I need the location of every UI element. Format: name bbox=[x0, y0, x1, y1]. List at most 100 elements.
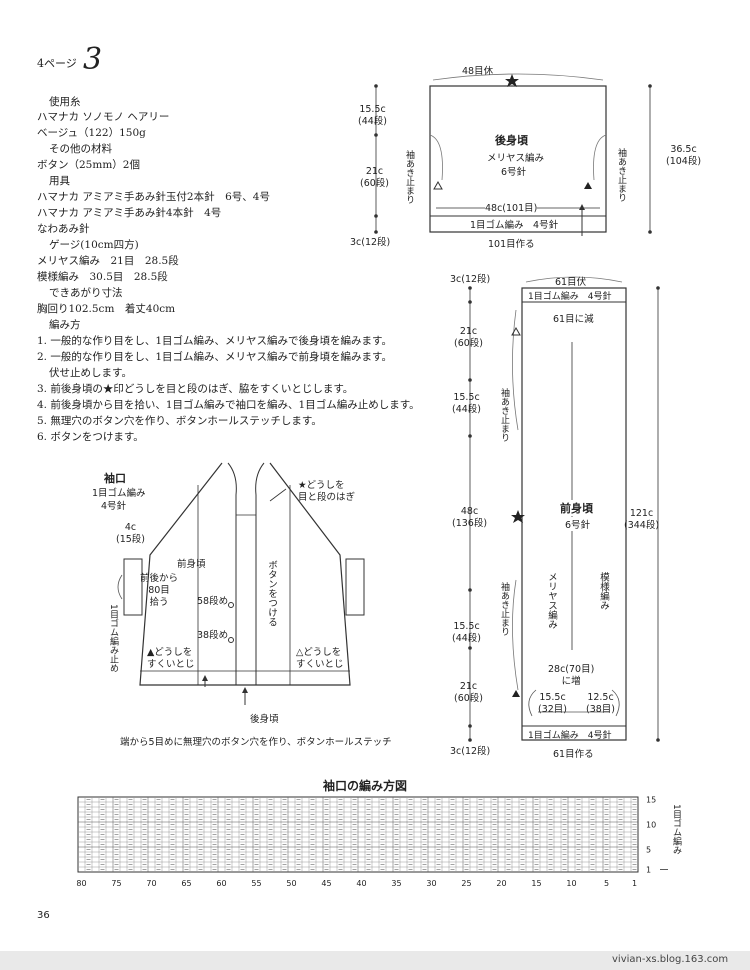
chart-x-tick: 80 bbox=[76, 879, 86, 888]
chart-x-tick: 1 bbox=[632, 879, 637, 888]
back-body-stitch: メリヤス編み bbox=[487, 153, 545, 164]
front-body-title: 前身頃 bbox=[560, 500, 593, 516]
back-dim-right: 36.5c (104段) bbox=[666, 144, 702, 167]
step-4: 4. 前後身頃から目を拾い、1目ゴム編みで袖口を編み、1目ゴム編み止めします。 bbox=[37, 399, 420, 411]
front-increase: 28c(70目) に増 bbox=[548, 664, 595, 688]
seam-right-note: △どうしを すくいとじ bbox=[296, 647, 344, 670]
front-label-assembly: 前身頃 bbox=[177, 559, 206, 570]
front-dim-6: 21c (60段) bbox=[454, 681, 484, 704]
back-body-panel bbox=[429, 85, 607, 233]
watermark: vivian-xs.blog.163.com bbox=[612, 954, 729, 965]
chart-title: 袖口の編み方図 bbox=[322, 779, 407, 793]
buttonhole-note: 端から5目めに無理穴のボタン穴を作り、ボタンホールステッチ bbox=[120, 737, 392, 748]
cuff-title: 袖口 bbox=[104, 472, 126, 485]
back-body-diagram bbox=[374, 73, 652, 236]
back-label-assembly: 後身頃 bbox=[250, 714, 279, 725]
cuff-width: 4c (15段) bbox=[116, 522, 146, 545]
chart-y-tick: 10 bbox=[646, 821, 656, 830]
step-2: 2. 一般的な作り目をし、1目ゴム編み、メリヤス編みで前身頃を編みます。 bbox=[37, 351, 392, 363]
chart-y-tick: 5 bbox=[646, 846, 651, 855]
yarn-color: ベージュ（122）150g bbox=[37, 127, 146, 139]
size-value: 胸回り102.5cm 着丈40cm bbox=[37, 303, 176, 315]
front-dim-right: 121c (344段) bbox=[624, 508, 660, 531]
page-number: 36 bbox=[37, 910, 50, 921]
chart-y-tick: 1 bbox=[646, 866, 651, 875]
chart-x-tick: 15 bbox=[531, 879, 541, 888]
assembly-diagram bbox=[117, 462, 365, 705]
back-side-note-right: 袖あき止まり bbox=[616, 148, 626, 202]
button-38 bbox=[228, 637, 234, 643]
chart-y-tick: 15 bbox=[646, 796, 656, 805]
front-decrease: 61目に減 bbox=[553, 311, 594, 325]
front-hollow-triangle bbox=[511, 326, 521, 336]
seam-left-note: ▲どうしを すくいとじ bbox=[147, 647, 195, 670]
pattern-number: 3 bbox=[83, 42, 103, 77]
back-top-label: 48目休 bbox=[462, 66, 494, 77]
chart-x-tick: 50 bbox=[286, 879, 296, 888]
yarn-heading: 使用糸 bbox=[49, 96, 81, 108]
front-star-marker bbox=[511, 510, 525, 523]
front-body-panel bbox=[521, 287, 627, 741]
tools-heading: 用具 bbox=[49, 175, 70, 187]
step-5: 5. 無理穴のボタン穴を作り、ボタンホールステッチします。 bbox=[37, 415, 322, 427]
back-rib-label: 1目ゴム編み 4号針 bbox=[470, 220, 559, 231]
tool-1: ハマナカ アミアミ手あみ針玉付2本針 6号、4号 bbox=[37, 191, 270, 203]
back-width-label: 48c(101目) bbox=[485, 200, 538, 214]
front-top-label: 61目伏 bbox=[555, 277, 587, 288]
gauge-heading: ゲージ(10cm四方) bbox=[49, 239, 139, 251]
row-58-label: 58段め bbox=[197, 596, 229, 607]
pickup-note: 前後から 80目 拾う bbox=[140, 573, 179, 608]
front-top-rib: 1目ゴム編み 4号針 bbox=[528, 292, 612, 302]
chart-x-tick: 75 bbox=[111, 879, 121, 888]
cuff-bind-off: 1目ゴム編み止め bbox=[108, 604, 118, 673]
front-dim-2: 21c (60段) bbox=[454, 326, 484, 349]
garment-outline bbox=[139, 462, 351, 686]
front-dim-7: 3c(12段) bbox=[450, 746, 491, 757]
back-body-needle: 6号針 bbox=[501, 167, 527, 178]
button-58 bbox=[228, 602, 234, 608]
step-2-cont: 伏せ止めします。 bbox=[49, 367, 132, 379]
yarn-name: ハマナカ ソノモノ ヘアリー bbox=[37, 111, 170, 123]
chart-side-label: 1目ゴム編み bbox=[671, 804, 681, 855]
chart-x-tick: 25 bbox=[461, 879, 471, 888]
back-dim-top-left: 15.5c (44段) bbox=[358, 104, 388, 127]
button-material: ボタン（25mm）2個 bbox=[37, 159, 140, 171]
step-3: 3. 前後身頃の★印どうしを目と段のはぎ、脇をすくいとじします。 bbox=[37, 383, 354, 395]
front-dim-3: 15.5c (44段) bbox=[452, 392, 482, 415]
front-solid-triangle bbox=[512, 690, 520, 697]
page-label: 4ページ bbox=[37, 57, 77, 70]
step-1: 1. 一般的な作り目をし、1目ゴム編み、メリヤス編みで後身頃を編みます。 bbox=[37, 335, 392, 347]
front-body-needle: 6号針 bbox=[565, 517, 591, 531]
cuff-needle: 4号針 bbox=[101, 501, 127, 512]
gauge-pattern: 模様編み 30.5目 28.5段 bbox=[37, 271, 168, 283]
front-side-note-lower: 袖あき止まり bbox=[499, 582, 509, 636]
front-stitch-a: メリヤス編み bbox=[544, 572, 558, 629]
tool-3: なわあみ針 bbox=[37, 223, 90, 235]
row-38-label: 38段め bbox=[197, 630, 229, 641]
back-star-marker bbox=[505, 74, 519, 87]
chart-x-tick: 30 bbox=[426, 879, 436, 888]
method-heading: 編み方 bbox=[49, 319, 81, 331]
star-join-note: ★どうしを 目と段のはぎ bbox=[298, 480, 356, 503]
chart-x-tick: 35 bbox=[391, 879, 401, 888]
chart-x-tick: 10 bbox=[566, 879, 576, 888]
chart-x-tick: 65 bbox=[181, 879, 191, 888]
chart-x-tick: 55 bbox=[251, 879, 261, 888]
back-body-title: 後身頃 bbox=[495, 134, 528, 147]
back-dim-bottom-left: 3c(12段) bbox=[350, 237, 391, 248]
front-right-part: 12.5c (38目) bbox=[586, 692, 616, 715]
right-cuff bbox=[345, 558, 365, 616]
front-bottom-rib: 1目ゴム編み 4号針 bbox=[528, 731, 612, 741]
tool-2: ハマナカ アミアミ手あみ針4本針 4号 bbox=[37, 207, 222, 219]
size-heading: できあがり寸法 bbox=[49, 287, 123, 299]
front-dim-5: 15.5c (44段) bbox=[452, 621, 482, 644]
button-note: ボタンをつける bbox=[266, 560, 277, 627]
front-dim-4: 48c (136段) bbox=[452, 506, 488, 529]
front-side-note-upper: 袖あき止まり bbox=[499, 388, 509, 442]
chart-x-tick: 70 bbox=[146, 879, 156, 888]
chart-x-tick: 40 bbox=[356, 879, 366, 888]
chart-x-tick: 5 bbox=[604, 879, 609, 888]
chart-x-tick: 60 bbox=[216, 879, 226, 888]
back-side-note-left: 袖あき止まり bbox=[404, 150, 414, 204]
chart-x-tick: 20 bbox=[496, 879, 506, 888]
